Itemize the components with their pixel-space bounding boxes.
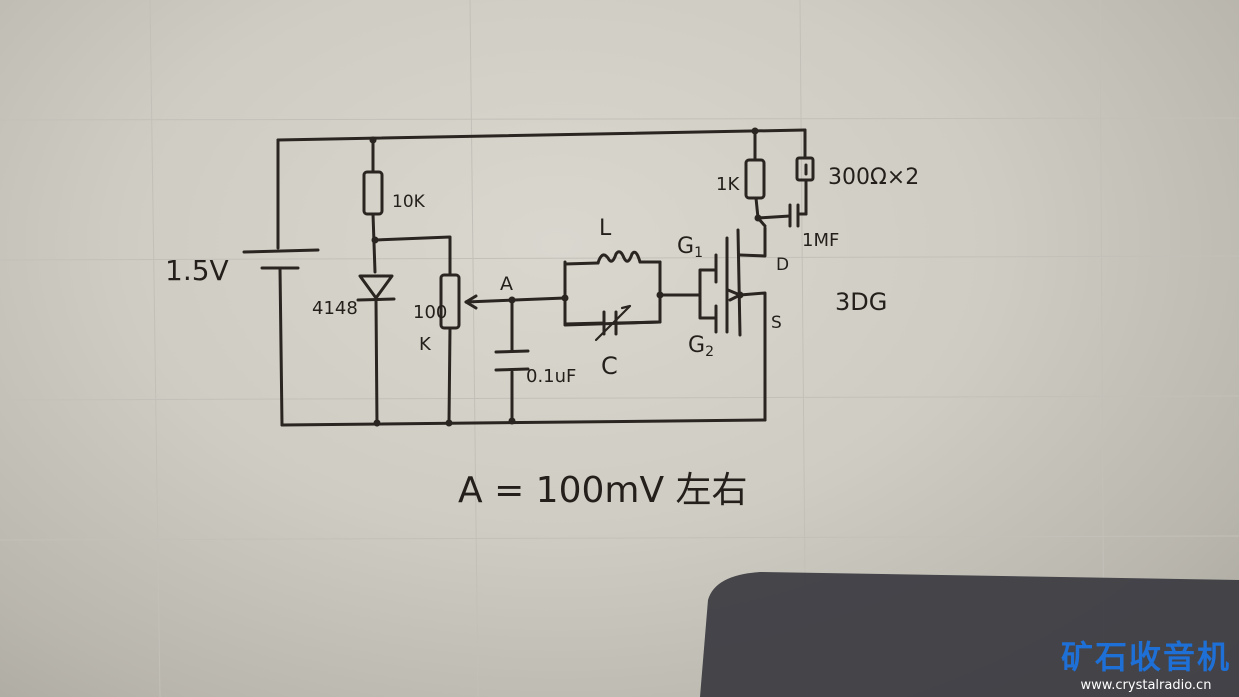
site-watermark: 矿石收音机 www.crystalradio.cn: [1061, 632, 1231, 693]
label-diode: 4148: [312, 298, 358, 319]
label-transistor: 3DG: [835, 288, 887, 316]
label-r1: 10K: [392, 192, 426, 212]
variable-capacitor: [563, 304, 662, 342]
capacitor-bypass: [494, 349, 530, 372]
label-gate2: G2: [688, 333, 714, 360]
label-node-a: A: [500, 273, 513, 295]
note-text: A = 100mV 左右: [458, 470, 748, 511]
component-labels: 1.5V 10K 4148 100 K A 0.1uF L C G1 G2 D …: [165, 165, 919, 511]
label-drain: D: [776, 255, 789, 275]
label-cap-var: C: [601, 352, 618, 380]
label-r-drain: 1K: [716, 174, 740, 195]
inductor-coil: [596, 250, 642, 265]
label-cap-out: 1MF: [802, 230, 839, 251]
diode-symbol: [356, 274, 396, 302]
label-battery: 1.5V: [165, 254, 229, 287]
transistor-symbol: [698, 236, 742, 334]
potentiometer-symbol: [439, 273, 478, 330]
label-pot-top: 100: [413, 302, 447, 323]
junction-dots: [369, 127, 762, 427]
wires: [276, 128, 808, 427]
capacitor-output: [788, 203, 808, 228]
label-pot-bottom: K: [419, 334, 432, 355]
battery-symbol: [242, 248, 320, 270]
label-gate1: G1: [677, 234, 703, 261]
label-inductor: L: [599, 216, 612, 241]
label-headphone: 300Ω×2: [828, 165, 919, 190]
hand-shadow: [700, 572, 1239, 697]
label-cap-bypass: 0.1uF: [526, 366, 576, 387]
resistor-10k: [362, 170, 384, 216]
label-source: S: [771, 313, 782, 333]
headphone-symbol: [795, 156, 815, 182]
watermark-title: 矿石收音机: [1060, 638, 1231, 676]
watermark-url: www.crystalradio.cn: [1080, 678, 1212, 693]
resistor-1k: [744, 158, 766, 200]
